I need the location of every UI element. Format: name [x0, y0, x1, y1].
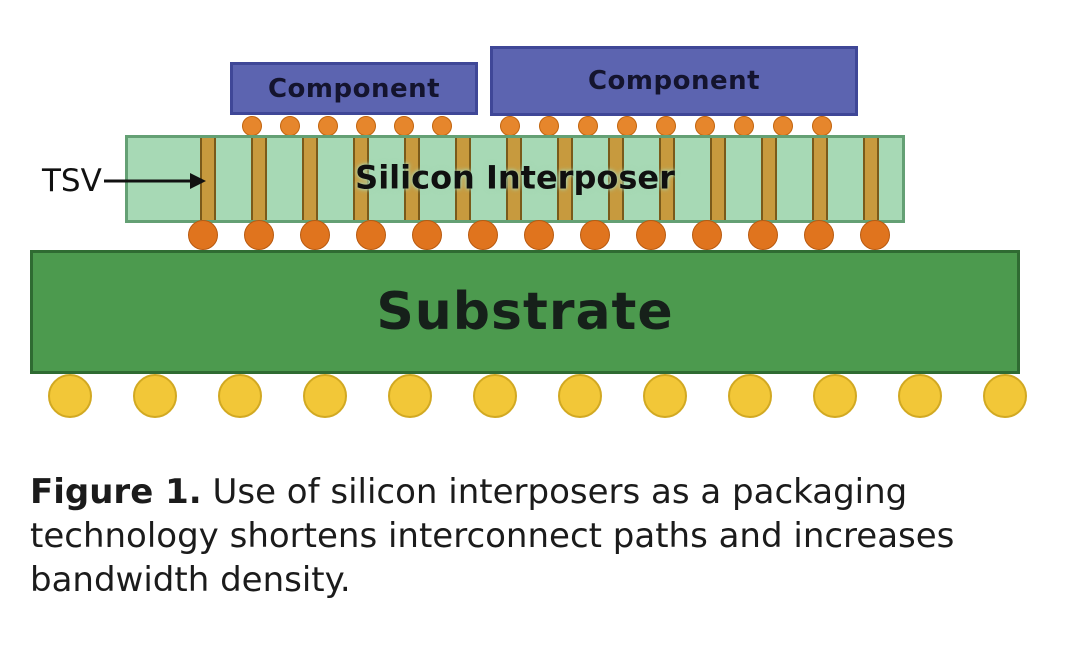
microbump [734, 116, 754, 136]
substrate-label: Substrate [376, 282, 674, 342]
bga-ball [48, 374, 92, 418]
substrate-block: Substrate [30, 250, 1020, 374]
figure-caption-label: Figure 1. [30, 472, 202, 512]
c4-bump [692, 220, 722, 250]
tsv-via [710, 138, 726, 220]
tsv-via [761, 138, 777, 220]
component-left-block: Component [230, 62, 478, 115]
c4-bump [412, 220, 442, 250]
c4-bump [356, 220, 386, 250]
microbump [617, 116, 637, 136]
figure-caption-text: Use of silicon interposers as a packagin… [30, 472, 955, 601]
bga-ball [728, 374, 772, 418]
tsv-via [506, 138, 522, 220]
tsv-via [659, 138, 675, 220]
microbump [318, 116, 338, 136]
microbump [280, 116, 300, 136]
tsv-via [251, 138, 267, 220]
c4-bump [524, 220, 554, 250]
silicon-interposer-block: Silicon Interposer [125, 135, 905, 223]
component-left-label: Component [267, 73, 441, 104]
bga-ball [558, 374, 602, 418]
microbump [695, 116, 715, 136]
microbump [432, 116, 452, 136]
tsv-via [608, 138, 624, 220]
tsv-via [404, 138, 420, 220]
bga-ball [983, 374, 1027, 418]
component-right-label: Component [587, 66, 761, 96]
c4-bump [748, 220, 778, 250]
tsv-via [302, 138, 318, 220]
c4-bump [580, 220, 610, 250]
bga-ball [303, 374, 347, 418]
microbump [539, 116, 559, 136]
microbump [242, 116, 262, 136]
bga-ball [898, 374, 942, 418]
microbump [500, 116, 520, 136]
microbump [578, 116, 598, 136]
c4-bump [636, 220, 666, 250]
component-right-block: Component [490, 46, 858, 116]
figure-caption: Figure 1. Use of silicon interposers as … [30, 470, 1050, 603]
microbump [773, 116, 793, 136]
tsv-via [353, 138, 369, 220]
c4-bump [860, 220, 890, 250]
c4-bump [804, 220, 834, 250]
c4-bump [468, 220, 498, 250]
c4-bump [300, 220, 330, 250]
bga-ball [218, 374, 262, 418]
c4-bump [188, 220, 218, 250]
c4-bump [244, 220, 274, 250]
microbump [812, 116, 832, 136]
tsv-arrow-icon [104, 173, 206, 189]
tsv-via [812, 138, 828, 220]
microbump [656, 116, 676, 136]
silicon-interposer-label: Silicon Interposer [355, 158, 675, 197]
bga-ball [133, 374, 177, 418]
bga-ball [813, 374, 857, 418]
tsv-label: TSV [42, 163, 102, 199]
microbump [394, 116, 414, 136]
bga-ball [473, 374, 517, 418]
bga-ball [643, 374, 687, 418]
bga-ball [388, 374, 432, 418]
tsv-via [455, 138, 471, 220]
tsv-via [557, 138, 573, 220]
tsv-via [863, 138, 879, 220]
microbump [356, 116, 376, 136]
